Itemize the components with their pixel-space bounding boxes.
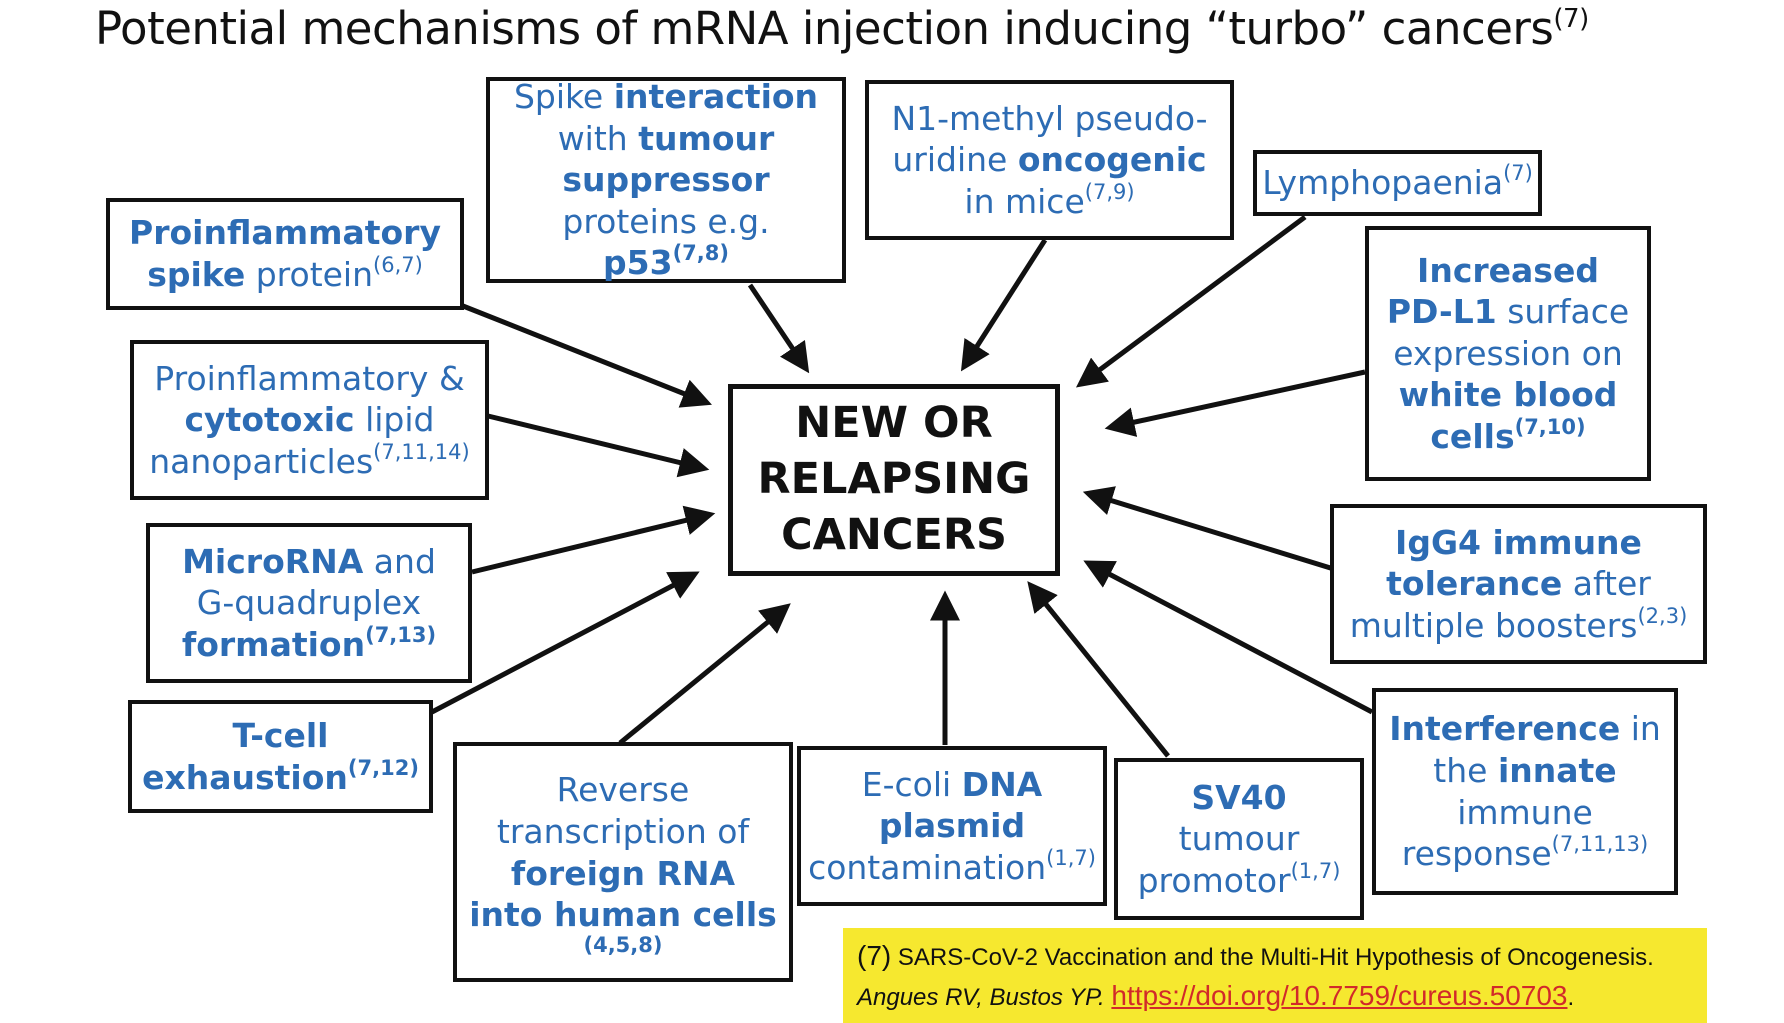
box-lymphopaenia: Lymphopaenia(7): [1253, 150, 1542, 216]
box-n1-methyl: N1-methyl pseudo- uridine oncogenic in m…: [865, 80, 1234, 240]
box-spike-interaction: Spike interaction with tumour suppressor…: [486, 77, 846, 283]
box-reverse-transcription: Reverse transcription of foreign RNA int…: [453, 742, 793, 982]
arrow-reverse-transcription: [618, 603, 791, 745]
center-line: NEW OR: [795, 398, 993, 449]
box-proinflammatory-spike: Proinflammatory spike protein(6,7): [106, 198, 464, 310]
box-microrna: MicroRNA and G-quadruplex formation(7,13…: [146, 523, 472, 683]
doi-link[interactable]: https://doi.org/10.7759/cureus.50703: [1111, 980, 1568, 1011]
center-line: RELAPSING: [757, 454, 1031, 505]
arrow-lipid-nanoparticles: [487, 413, 710, 478]
arrow-spike-interaction: [747, 283, 810, 374]
arrow-interference: [1083, 560, 1374, 715]
arrow-pdl1: [1104, 369, 1366, 437]
box-tcell: T-cell exhaustion(7,12): [128, 700, 433, 813]
arrow-sv40: [1027, 581, 1170, 758]
page-title: Potential mechanisms of mRNA injection i…: [95, 2, 1589, 55]
box-sv40: SV40 tumour promotor(1,7): [1114, 758, 1364, 920]
arrow-igg4: [1082, 486, 1338, 573]
center-line: CANCERS: [781, 509, 1007, 560]
citation-box: (7) SARS-CoV-2 Vaccination and the Multi…: [843, 928, 1707, 1023]
box-ecoli: E-coli DNA plasmid contamination(1,7): [797, 746, 1107, 906]
arrow-proinflammatory-spike: [462, 303, 712, 408]
citation-line: (7) SARS-CoV-2 Vaccination and the Multi…: [857, 940, 1654, 971]
arrow-tcell: [430, 571, 700, 715]
arrow-n1-methyl: [960, 238, 1048, 372]
center-node: NEW OR RELAPSING CANCERS: [728, 384, 1060, 576]
box-lipid-nanoparticles: Proinflammatory & cytotoxic lipid nanopa…: [130, 340, 489, 500]
title-reference: (7): [1553, 4, 1589, 34]
box-igg4: IgG4 immune tolerance after multiple boo…: [1330, 504, 1707, 664]
box-interference: Interference in the innate immune respon…: [1372, 688, 1678, 895]
arrow-microrna: [471, 505, 716, 575]
arrow-lymphopaenia: [1075, 214, 1307, 388]
box-pdl1: Increased PD-L1 surface expression on wh…: [1365, 226, 1651, 481]
citation-source: Angues RV, Bustos YP. https://doi.org/10…: [857, 980, 1575, 1011]
